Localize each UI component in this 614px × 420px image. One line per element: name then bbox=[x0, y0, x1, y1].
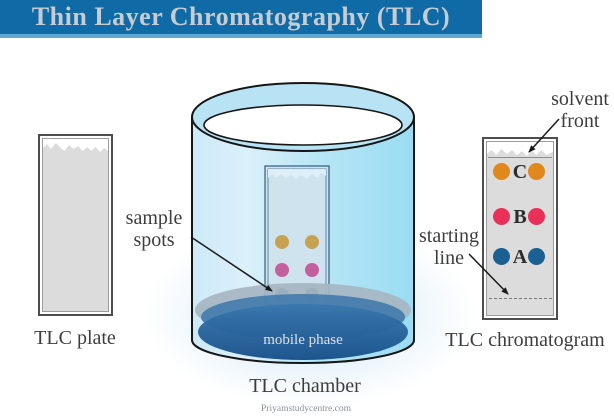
sample-spots-line2: spots bbox=[133, 229, 175, 251]
sample-spots-line1: sample bbox=[125, 207, 183, 229]
silica-coating bbox=[43, 143, 108, 311]
chromatogram-spot-a-right bbox=[528, 248, 545, 265]
wet-front-band bbox=[268, 169, 326, 179]
starting-line-line2: line bbox=[434, 247, 464, 269]
starting-line-annotation: starting line bbox=[411, 225, 487, 269]
chromatogram-spot-c-right bbox=[528, 163, 545, 180]
watermark: Priyamstudycentre.com bbox=[261, 404, 351, 414]
tlc-chromatogram-label: TLC chromatogram bbox=[445, 329, 605, 351]
spot-label-c: C bbox=[512, 161, 528, 183]
starting-line-line1: starting bbox=[419, 225, 479, 247]
mobile-phase-label: mobile phase bbox=[263, 332, 343, 348]
chamber-opening bbox=[203, 104, 403, 146]
mobile-phase-liquid: mobile phase bbox=[195, 283, 411, 360]
sample-spots-annotation: sample spots bbox=[108, 207, 200, 251]
solvent-front-line bbox=[488, 157, 552, 158]
tlc-chromatogram-plate: C B A bbox=[482, 137, 558, 320]
solvent-front-annotation: solvent front bbox=[546, 88, 614, 132]
chamber-spot-row1-left bbox=[275, 235, 289, 249]
solvent-front-line1: solvent bbox=[551, 88, 609, 110]
spot-label-b: B bbox=[513, 206, 527, 228]
title-banner: Thin Layer Chromatography (TLC) bbox=[0, 0, 482, 38]
tlc-chamber-graphic: mobile phase bbox=[191, 82, 415, 364]
chamber-spot-row2-left bbox=[275, 263, 289, 277]
chamber-spot-row1-right bbox=[305, 235, 319, 249]
page-title: Thin Layer Chromatography (TLC) bbox=[31, 2, 451, 31]
solvent-front-line2: front bbox=[560, 110, 600, 132]
cylinder-outline bbox=[191, 117, 415, 364]
starting-line-dash bbox=[489, 298, 552, 299]
spot-label-a: A bbox=[512, 246, 528, 268]
tlc-chamber-label: TLC chamber bbox=[249, 375, 361, 397]
chromatogram-spot-c-left bbox=[493, 163, 510, 180]
solvent-pool bbox=[198, 304, 408, 360]
tlc-plate-label: TLC plate bbox=[34, 327, 116, 349]
tlc-plate bbox=[38, 134, 113, 316]
chromatogram-spot-b-left bbox=[493, 208, 510, 225]
chamber-spot-row2-right bbox=[305, 263, 319, 277]
chromatogram-spot-b-right bbox=[528, 208, 545, 225]
